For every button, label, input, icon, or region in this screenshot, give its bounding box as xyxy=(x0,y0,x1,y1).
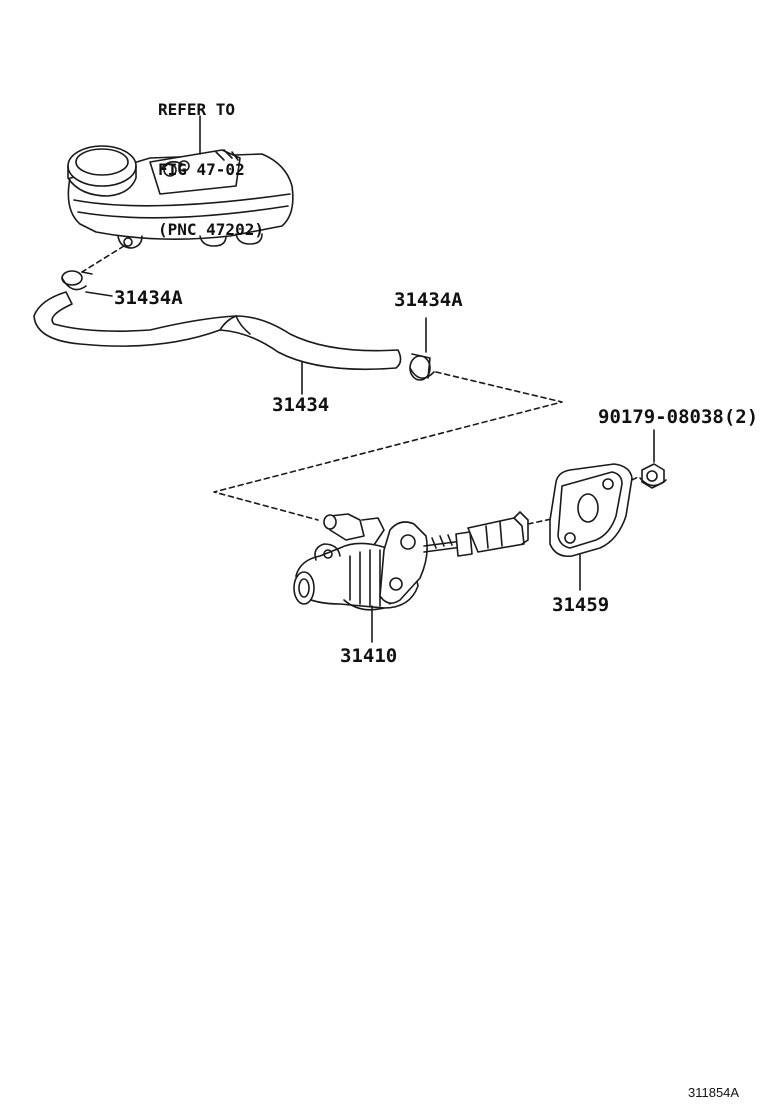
flange-nut xyxy=(639,463,667,489)
part-label-clip-right: 31434A xyxy=(394,289,463,311)
master-cylinder xyxy=(293,511,529,611)
hose-clip-left xyxy=(61,270,93,291)
hose-clip-right xyxy=(409,353,435,381)
part-label-hose: 31434 xyxy=(272,394,330,416)
figure-id: 311854A xyxy=(688,1085,740,1100)
reference-note-line-2: FIG 47-02 xyxy=(158,160,245,179)
gasket xyxy=(549,463,633,558)
reference-note-line-3: (PNC 47202) xyxy=(158,220,264,239)
hose xyxy=(33,291,402,371)
reference-note: REFER TO FIG 47-02 (PNC 47202) xyxy=(158,60,264,260)
part-label-master-cylinder: 31410 xyxy=(340,645,398,667)
reference-note-line-1: REFER TO xyxy=(158,100,236,119)
part-label-gasket: 31459 xyxy=(552,594,610,616)
part-label-clip-left: 31434A xyxy=(114,287,183,309)
part-label-nut: 90179-08038(2) xyxy=(598,406,759,428)
reservoir-tank xyxy=(67,145,294,249)
